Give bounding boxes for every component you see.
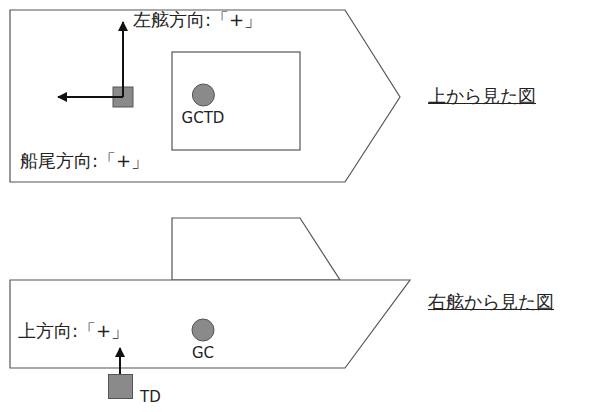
td-sensor: TD [108,374,163,406]
hull-top-view [10,10,400,182]
node-shape [182,83,225,107]
point-label: GC [192,345,214,362]
point-label: GCTD [182,110,225,127]
node-shape [108,374,133,399]
cabin-side-view [172,218,340,280]
direction-label: 船尾方向:「+」 [20,150,149,172]
stern-arrow [58,96,123,98]
view-title: 右舷から見た図 [428,291,554,313]
gc-point: GCTD [182,83,225,126]
port-arrow [122,22,124,97]
view-title: 上から見た図 [428,85,536,107]
node-shape [191,318,215,342]
gc-point: GC [191,318,215,361]
cabin-top-view [172,52,300,150]
point-label: TD [140,389,161,406]
direction-label: 上方向:「+」 [18,320,129,342]
hull-side-view [10,280,410,368]
direction-label: 左舷方向:「+」 [133,9,262,31]
up-arrow [119,348,121,374]
